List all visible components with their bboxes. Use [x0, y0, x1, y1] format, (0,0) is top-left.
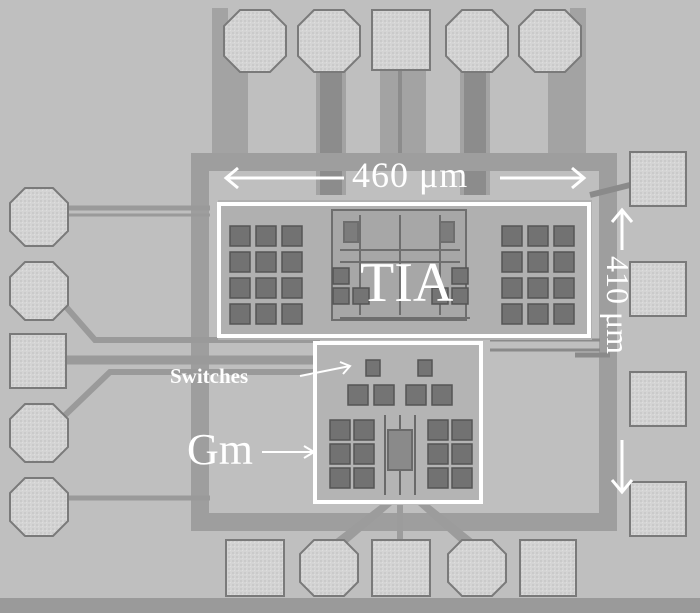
tia-capacitor-array-left — [229, 225, 303, 325]
gm-capacitor-array-left — [329, 419, 375, 489]
bottom-edge — [0, 598, 700, 613]
top-pads — [223, 9, 582, 73]
left-pads — [9, 187, 69, 537]
gm-outline — [313, 341, 483, 504]
tia-outline — [217, 202, 591, 338]
left-interconnects — [57, 205, 320, 501]
gm-capacitor-array-right — [427, 419, 473, 489]
gm-center-circuitry — [384, 415, 416, 495]
switches-label: Switches — [170, 364, 249, 388]
gm-label: Gm — [187, 425, 253, 474]
bottom-feeders — [328, 505, 480, 545]
tia-label: TIA — [360, 252, 454, 314]
bottom-pads — [225, 539, 577, 597]
width-dimension-label: 460 μm — [352, 155, 469, 195]
height-dimension-label: 410 μm — [600, 256, 636, 355]
switch-array — [347, 359, 453, 406]
right-pads — [629, 151, 687, 537]
gm-arrow — [262, 445, 316, 459]
switches-arrow — [299, 361, 352, 377]
width-dimension-arrow — [223, 166, 587, 190]
tia-capacitor-array-right — [501, 225, 575, 325]
height-dimension-arrow — [610, 207, 634, 495]
tia-small-caps — [332, 267, 469, 305]
